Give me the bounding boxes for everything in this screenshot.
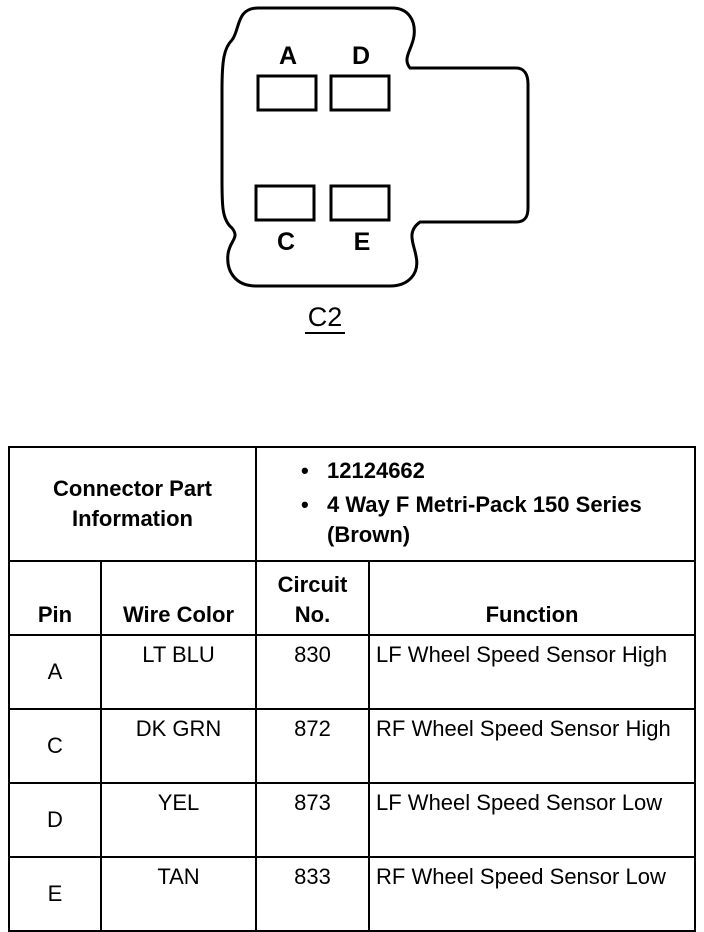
connector-outline [220, 6, 530, 288]
table-row: A LT BLU 830 LF Wheel Speed Sensor High [8, 634, 697, 710]
function-cell: RF Wheel Speed Sensor Low [368, 856, 697, 932]
wire-color-cell: DK GRN [99, 708, 258, 784]
part-info-label: Connector Part Information [7, 446, 258, 562]
wire-color-cell: LT BLU [99, 634, 258, 710]
connector-name: C2 [308, 302, 343, 332]
cavity-a [256, 74, 318, 112]
wire-color-cell: TAN [99, 856, 258, 932]
part-info-label-line1: Connector Part [53, 476, 212, 501]
part-info-values: 12124662 4 Way F Metri-Pack 150 Series (… [255, 446, 697, 562]
column-header-row: Pin Wire Color Circuit No. Function [8, 560, 697, 636]
function-cell: LF Wheel Speed Sensor High [368, 634, 697, 710]
cavity-d [329, 74, 391, 112]
column-header-function: Function [368, 560, 697, 636]
part-number: 12124662 [297, 456, 694, 486]
column-header-pin: Pin [8, 560, 102, 636]
cavity-label-c: C [277, 228, 295, 256]
cavity-label-e: E [354, 228, 371, 256]
table-row: D YEL 873 LF Wheel Speed Sensor Low [8, 782, 697, 858]
cavity-c [254, 184, 316, 222]
circuit-cell: 872 [255, 708, 371, 784]
cavity-e [329, 184, 391, 222]
table-row: C DK GRN 872 RF Wheel Speed Sensor High [8, 708, 697, 784]
connector-pinout-table: Connector Part Information 12124662 4 Wa… [7, 446, 697, 932]
part-info-list: 12124662 4 Way F Metri-Pack 150 Series (… [257, 456, 694, 550]
pin-cell: C [8, 708, 102, 784]
pin-cell: E [8, 856, 102, 932]
wire-color-cell: YEL [99, 782, 258, 858]
pin-cell: D [8, 782, 102, 858]
connector-diagram: A D C E C2 [220, 6, 530, 334]
part-info-row: Connector Part Information 12124662 4 Wa… [7, 446, 697, 562]
column-header-circuit: Circuit No. [255, 560, 371, 636]
circuit-cell: 830 [255, 634, 371, 710]
table-row: E TAN 833 RF Wheel Speed Sensor Low [8, 856, 697, 932]
pin-cell: A [8, 634, 102, 710]
cavity-label-d: D [352, 42, 370, 70]
column-header-wire-color: Wire Color [99, 560, 258, 636]
circuit-cell: 833 [255, 856, 371, 932]
column-header-circuit-line2: No. [294, 602, 331, 627]
function-cell: RF Wheel Speed Sensor High [368, 708, 697, 784]
connector-description: 4 Way F Metri-Pack 150 Series (Brown) [297, 490, 694, 550]
part-info-label-line2: Information [72, 506, 193, 531]
circuit-cell: 873 [255, 782, 371, 858]
function-cell: LF Wheel Speed Sensor Low [368, 782, 697, 858]
column-header-circuit-line1: Circuit [277, 572, 348, 597]
cavity-label-a: A [279, 42, 297, 70]
